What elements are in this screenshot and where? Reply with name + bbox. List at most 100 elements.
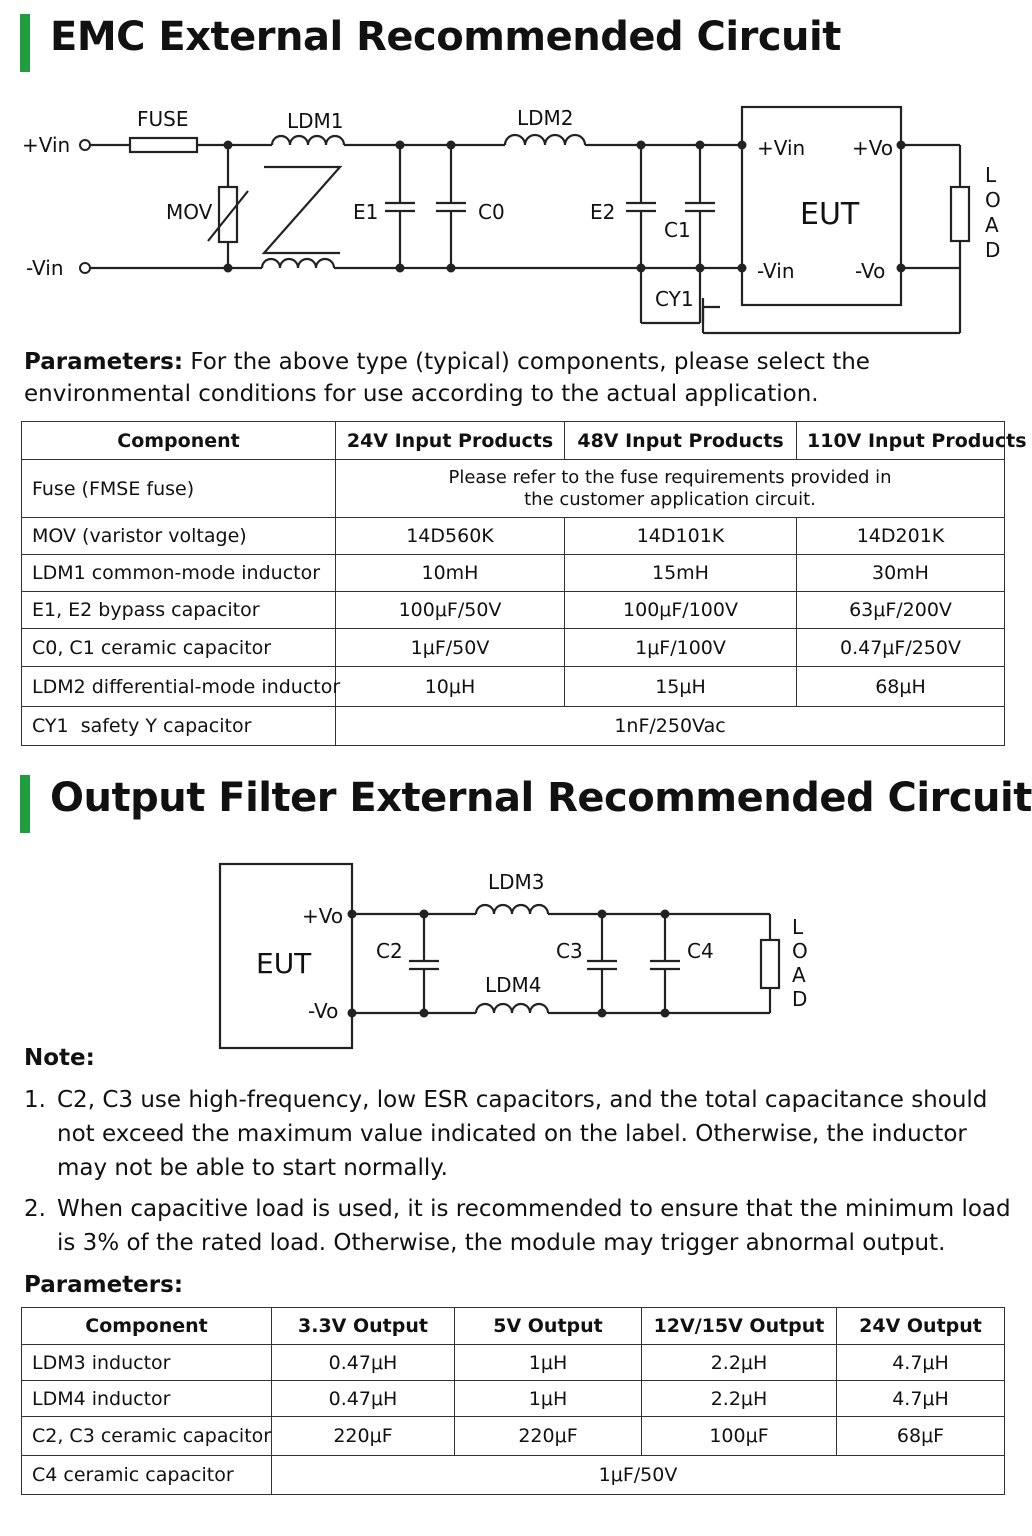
cell-component: LDM4 inductor bbox=[21, 1380, 272, 1417]
header-component: Component bbox=[21, 1307, 272, 1345]
header-24v: 24V Output bbox=[836, 1307, 1005, 1345]
table-header-row: Component 3.3V Output 5V Output 12V/15V … bbox=[21, 1307, 1005, 1345]
output-section-title: Output Filter External Recommended Circu… bbox=[50, 775, 1032, 821]
table-row: C2, C3 ceramic capacitor 220μF 220μF 100… bbox=[21, 1416, 1005, 1456]
output-parameters-label: Parameters: bbox=[24, 1272, 184, 1298]
label-eut-vin-pos: +Vin bbox=[757, 136, 805, 160]
ldm1-bottom-coil bbox=[260, 257, 336, 269]
label-fuse: FUSE bbox=[137, 107, 188, 131]
cell-fuse-note: Please refer to the fuse requirements pr… bbox=[335, 459, 1005, 518]
emc-section-title: EMC External Recommended Circuit bbox=[50, 14, 841, 60]
table-row: MOV (varistor voltage) 14D560K 14D101K 1… bbox=[21, 517, 1005, 555]
cell-value: 0.47μH bbox=[271, 1344, 455, 1381]
fuse-symbol bbox=[128, 136, 199, 154]
label-eut: EUT bbox=[800, 197, 860, 232]
table-row: Fuse (FMSE fuse) Please refer to the fus… bbox=[21, 459, 1005, 518]
note-text: C2, C3 use high-frequency, low ESR capac… bbox=[57, 1087, 988, 1181]
cell-component: C4 ceramic capacitor bbox=[21, 1455, 272, 1495]
table-row: LDM1 common-mode inductor 10mH 15mH 30mH bbox=[21, 554, 1005, 592]
table-row: C4 ceramic capacitor 1μF/50V bbox=[21, 1455, 1005, 1495]
section-accent-bar bbox=[20, 14, 30, 72]
ldm2-coil bbox=[503, 133, 587, 146]
cell-value: 100μF bbox=[641, 1416, 837, 1456]
label-vo-pos: +Vo bbox=[302, 904, 343, 928]
label-c1: C1 bbox=[664, 218, 691, 242]
cell-value: 14D560K bbox=[335, 517, 565, 555]
header-12v15v: 12V/15V Output bbox=[641, 1307, 837, 1345]
label-mov: MOV bbox=[166, 200, 213, 224]
label-eut-vin-neg: -Vin bbox=[757, 259, 795, 283]
load-letter-4: D bbox=[792, 987, 807, 1011]
load-letter-3: A bbox=[985, 213, 999, 237]
emc-circuit-diagram: +Vin -Vin FUSE LDM1 LDM2 MOV E1 C0 E2 C1… bbox=[22, 105, 1001, 335]
cell-component: CY1 safety Y capacitor bbox=[21, 706, 336, 746]
cell-value: 100μF/100V bbox=[564, 591, 797, 629]
load-resistor bbox=[759, 938, 781, 990]
label-e2: E2 bbox=[590, 200, 615, 224]
label-c3: C3 bbox=[556, 939, 583, 963]
load-letter-2: O bbox=[792, 939, 808, 963]
label-c4: C4 bbox=[687, 939, 714, 963]
cell-value: 63μF/200V bbox=[796, 591, 1005, 629]
cell-value: 14D201K bbox=[796, 517, 1005, 555]
load-resistor bbox=[949, 185, 971, 243]
cell-value: 220μF bbox=[454, 1416, 642, 1456]
cell-value: 4.7μH bbox=[836, 1344, 1005, 1381]
cell-value: 1μF/100V bbox=[564, 628, 797, 667]
cell-component: C2, C3 ceramic capacitor bbox=[21, 1416, 272, 1456]
ldm3-coil bbox=[474, 903, 550, 915]
emc-parameters-label: Parameters: bbox=[24, 349, 184, 375]
header-5v: 5V Output bbox=[454, 1307, 642, 1345]
header-component: Component bbox=[21, 421, 336, 460]
header-3v3: 3.3V Output bbox=[271, 1307, 455, 1345]
note-number: 1. bbox=[24, 1087, 46, 1113]
note-title: Note: bbox=[24, 1045, 95, 1071]
label-ldm4: LDM4 bbox=[485, 973, 542, 997]
eut-box bbox=[218, 862, 354, 1050]
ldm1-core-z bbox=[261, 165, 343, 255]
cell-component: C0, C1 ceramic capacitor bbox=[21, 628, 336, 667]
cell-value: 0.47μF/250V bbox=[796, 628, 1005, 667]
cell-component: LDM3 inductor bbox=[21, 1344, 272, 1381]
header-24v: 24V Input Products bbox=[335, 421, 565, 460]
label-eut: EUT bbox=[256, 947, 312, 980]
cell-value: 10μH bbox=[335, 666, 565, 707]
label-ldm1: LDM1 bbox=[287, 109, 344, 133]
label-eut-vo-neg: -Vo bbox=[855, 259, 885, 283]
label-ldm3: LDM3 bbox=[488, 870, 545, 894]
cell-value: 14D101K bbox=[564, 517, 797, 555]
cell-value: 30mH bbox=[796, 554, 1005, 592]
table-header-row: Component 24V Input Products 48V Input P… bbox=[21, 421, 1027, 460]
emc-parameters-body: For the above type (typical) components,… bbox=[24, 349, 870, 407]
cell-value: 1μH bbox=[454, 1344, 642, 1381]
output-components-table: Component 3.3V Output 5V Output 12V/15V … bbox=[21, 1307, 1005, 1495]
cell-value: 1nF/250Vac bbox=[335, 706, 1005, 746]
note-item: 2. When capacitive load is used, it is r… bbox=[24, 1192, 1014, 1260]
load-letter-1: L bbox=[792, 915, 804, 939]
table-row: C0, C1 ceramic capacitor 1μF/50V 1μF/100… bbox=[21, 628, 1005, 667]
cell-component: MOV (varistor voltage) bbox=[21, 517, 336, 555]
cell-value: 1μF/50V bbox=[271, 1455, 1005, 1495]
note-item: 1. C2, C3 use high-frequency, low ESR ca… bbox=[24, 1083, 1014, 1185]
table-row: LDM3 inductor 0.47μH 1μH 2.2μH 4.7μH bbox=[21, 1344, 1005, 1381]
header-48v: 48V Input Products bbox=[564, 421, 797, 460]
label-c2: C2 bbox=[376, 939, 403, 963]
label-e1: E1 bbox=[353, 200, 378, 224]
cell-value: 0.47μH bbox=[271, 1380, 455, 1417]
table-row: E1, E2 bypass capacitor 100μF/50V 100μF/… bbox=[21, 591, 1005, 629]
emc-components-table: Component 24V Input Products 48V Input P… bbox=[21, 421, 1027, 746]
cell-component: LDM2 differential-mode inductor bbox=[21, 666, 340, 707]
label-c0: C0 bbox=[478, 200, 505, 224]
ldm4-coil bbox=[474, 1002, 550, 1014]
eut-box bbox=[740, 105, 903, 307]
cell-component: Fuse (FMSE fuse) bbox=[21, 459, 336, 518]
label-vin-neg: -Vin bbox=[26, 256, 64, 280]
load-letter-1: L bbox=[985, 163, 997, 187]
cell-value: 2.2μH bbox=[641, 1380, 837, 1417]
cell-value: 68μF bbox=[836, 1416, 1005, 1456]
cell-value: 100μF/50V bbox=[335, 591, 565, 629]
cell-component: E1, E2 bypass capacitor bbox=[21, 591, 336, 629]
label-cy1: CY1 bbox=[655, 287, 694, 311]
note-number: 2. bbox=[24, 1196, 46, 1222]
cell-value: 1μF/50V bbox=[335, 628, 565, 667]
